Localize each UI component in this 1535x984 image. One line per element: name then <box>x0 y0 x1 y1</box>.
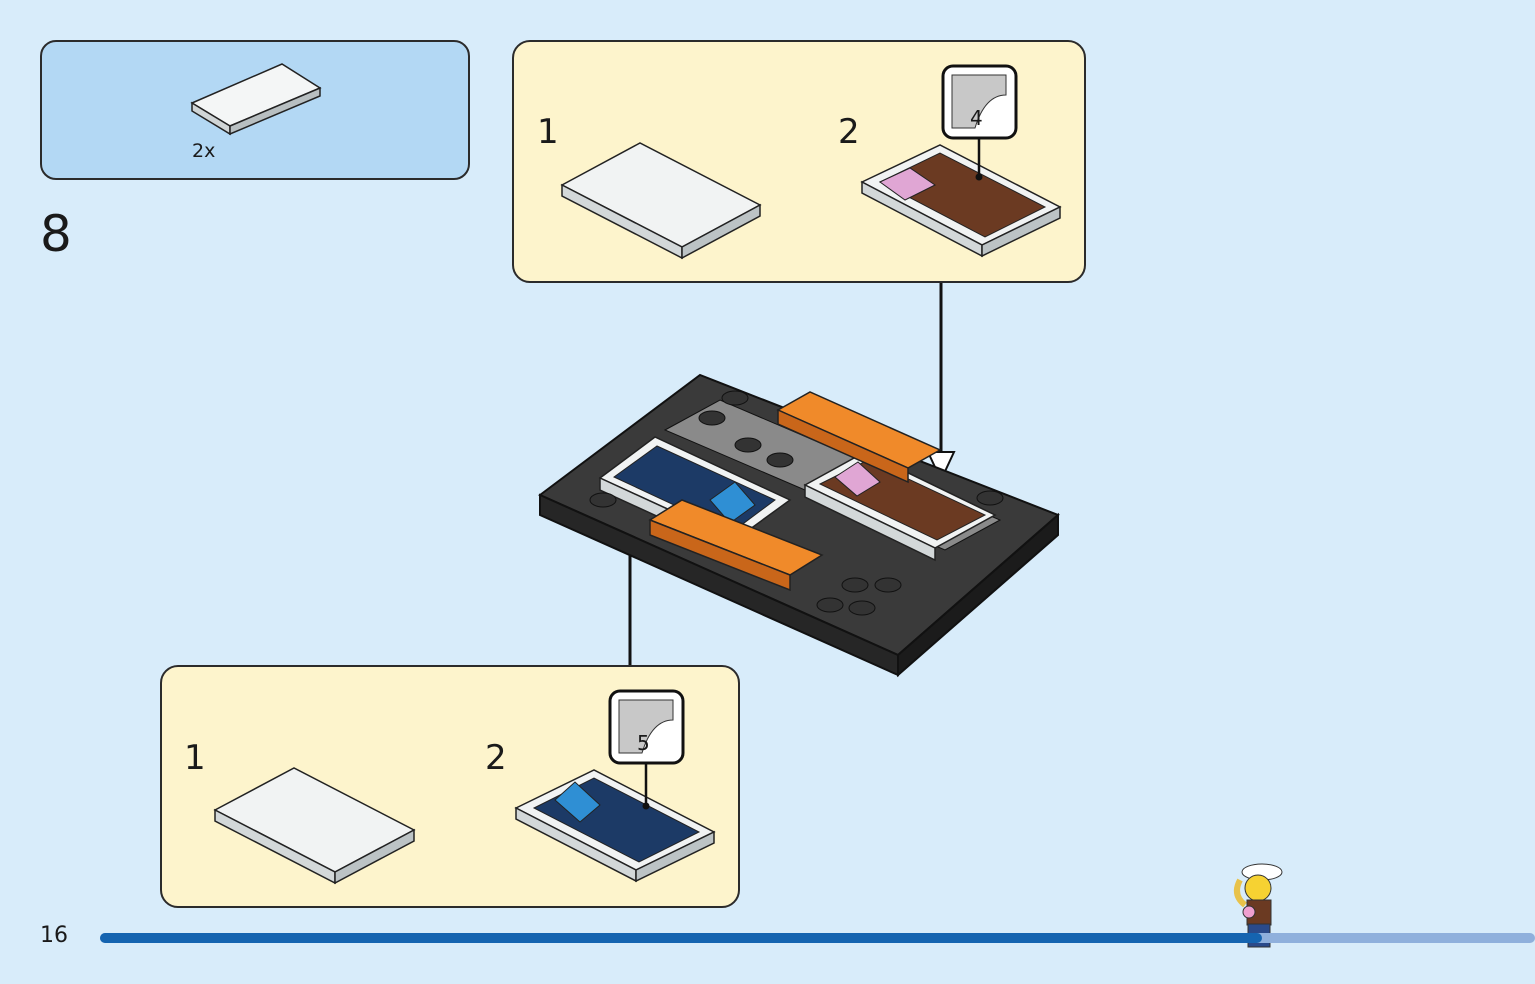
sticker-number-4: 4 <box>970 106 983 130</box>
step-number: 8 <box>40 205 72 263</box>
tile-brown-sleeping-bag-top <box>860 144 1062 258</box>
tile-blue-sleeping-bag-bottom <box>514 769 716 883</box>
parts-tile-white-2x4 <box>190 63 322 136</box>
substep-bottom-1-label: 1 <box>184 738 206 778</box>
substep-top-1-label: 1 <box>537 112 559 152</box>
tile-white-bottom <box>213 767 416 885</box>
substep-top-2-label: 2 <box>838 112 860 152</box>
tile-white-top <box>560 142 762 260</box>
main-model <box>538 373 1060 678</box>
substep-bottom-2-label: 2 <box>485 738 507 778</box>
sticker-callout-4 <box>941 64 1018 181</box>
progress-fill <box>100 933 1263 943</box>
page-number: 16 <box>40 923 68 948</box>
sticker-callout-5 <box>608 689 685 810</box>
parts-quantity: 2x <box>192 140 216 162</box>
sticker-number-5: 5 <box>637 731 650 755</box>
